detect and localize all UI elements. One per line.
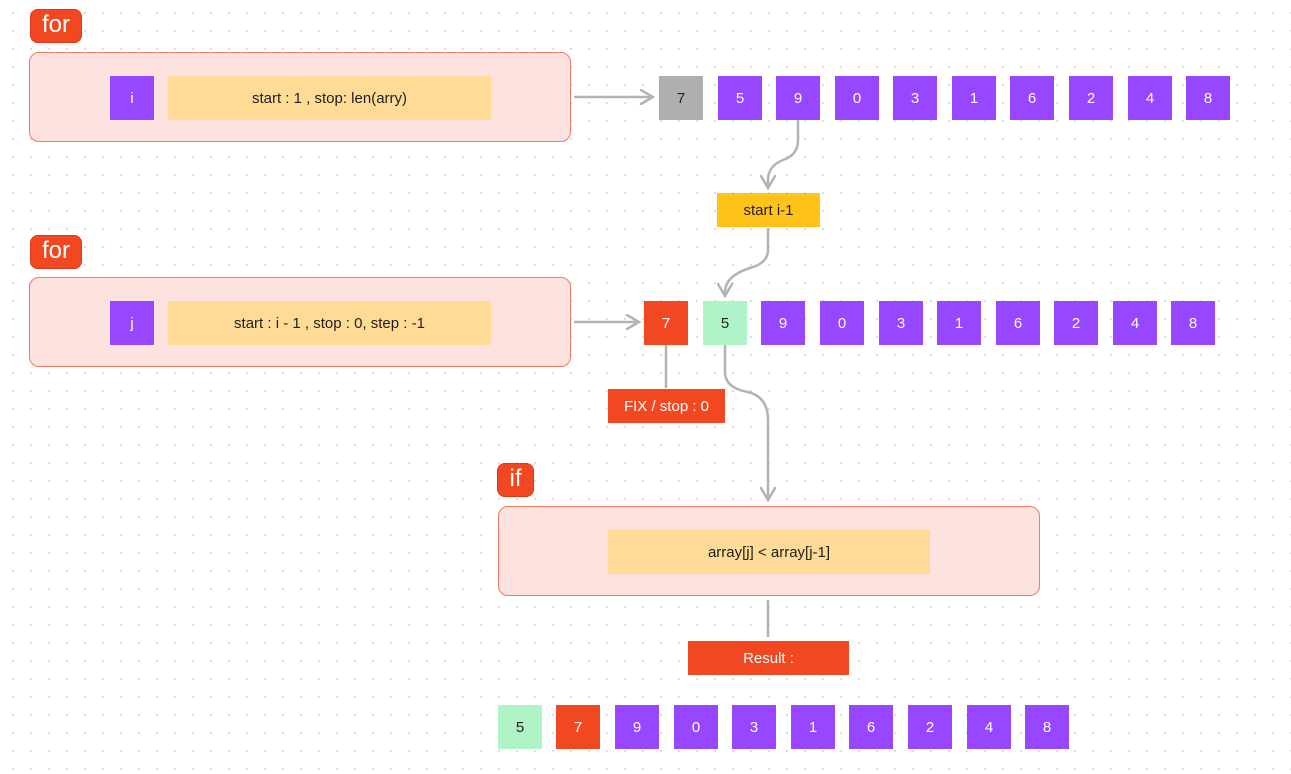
result-array-cell: 0 <box>674 705 718 749</box>
loop-1-rule: start : 1 , stop: len(arry) <box>168 76 491 120</box>
array-2-cell: 9 <box>761 301 805 345</box>
result-array-cell: 8 <box>1025 705 1069 749</box>
loop-2-rule: start : i - 1 , stop : 0, step : -1 <box>168 301 491 345</box>
fix-stop-note: FIX / stop : 0 <box>608 389 725 423</box>
array-1-cell: 4 <box>1128 76 1172 120</box>
array-2-cell: 4 <box>1113 301 1157 345</box>
array-2-cell: 8 <box>1171 301 1215 345</box>
array-2-cell: 7 <box>644 301 688 345</box>
array-1-cell: 7 <box>659 76 703 120</box>
loop-variable-i: i <box>110 76 154 120</box>
array-2-cell: 6 <box>996 301 1040 345</box>
array-1-cell: 9 <box>776 76 820 120</box>
array-2-cell: 3 <box>879 301 923 345</box>
result-array-cell: 7 <box>556 705 600 749</box>
array-1-cell: 8 <box>1186 76 1230 120</box>
array-1-cell: 3 <box>893 76 937 120</box>
if-frame: array[j] < array[j-1] <box>498 506 1040 596</box>
result-array-cell: 9 <box>615 705 659 749</box>
array-2-cell: 5 <box>703 301 747 345</box>
for-loop-1-frame: i start : 1 , stop: len(arry) <box>29 52 571 142</box>
array-1-cell: 6 <box>1010 76 1054 120</box>
arrow-9-to-start <box>768 120 800 188</box>
array-1-cell: 1 <box>952 76 996 120</box>
if-tag: if <box>497 463 534 497</box>
for-loop-2-frame: j start : i - 1 , stop : 0, step : -1 <box>29 277 571 367</box>
array-1-cell: 5 <box>718 76 762 120</box>
result-array-cell: 3 <box>732 705 776 749</box>
result-array-cell: 4 <box>967 705 1011 749</box>
for-loop-1-tag: for <box>30 9 82 43</box>
array-1-cell: 2 <box>1069 76 1113 120</box>
array-2-cell: 1 <box>937 301 981 345</box>
result-array-cell: 6 <box>849 705 893 749</box>
for-loop-2-tag: for <box>30 235 82 269</box>
result-array-cell: 1 <box>791 705 835 749</box>
arrow-start-to-5 <box>725 228 770 296</box>
array-1-cell: 0 <box>835 76 879 120</box>
result-array-cell: 5 <box>498 705 542 749</box>
loop-variable-j: j <box>110 301 154 345</box>
if-condition: array[j] < array[j-1] <box>608 530 930 574</box>
result-array-cell: 2 <box>908 705 952 749</box>
start-note: start i-1 <box>717 193 820 227</box>
array-2-cell: 2 <box>1054 301 1098 345</box>
array-2-cell: 0 <box>820 301 864 345</box>
arrow-5-to-if <box>723 345 768 500</box>
result-label: Result : <box>688 641 849 675</box>
